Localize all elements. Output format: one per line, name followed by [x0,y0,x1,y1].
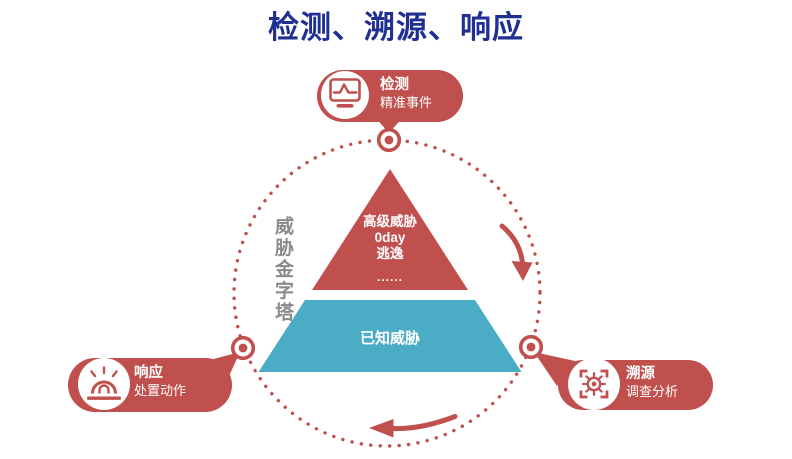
respond-badge-title: 响应 [134,365,163,381]
respond-badge-shape [68,352,240,412]
pyramid-top-tier [312,169,468,290]
pyramid-top-tier-text: 高级威胁 0day 逃逸 ...... [314,214,466,285]
page-title: 检测、溯源、响应 [268,10,524,45]
top-tier-line: 逃逸 [376,246,404,261]
monitor-pulse-icon [321,71,369,119]
top-tier-ellipsis: ...... [376,270,403,284]
detect-badge-shape [317,70,463,133]
top-tier-line: 0day [374,230,406,245]
trace-badge: 溯源 调查分析 [626,365,678,400]
clockwise-arrow-bottom [369,414,458,438]
siren-icon [78,358,130,410]
trace-badge-shape [534,352,713,410]
top-tier-line: 高级威胁 [363,214,417,229]
pyramid-bottom-tier [258,300,522,372]
detect-badge-title: 检测 [380,77,409,93]
detect-badge-subtitle: 精准事件 [380,95,433,110]
ring-marker-right [518,334,544,360]
ring-marker-left [230,335,256,361]
trace-badge-title: 溯源 [626,366,655,382]
detect-badge: 检测 精准事件 [380,76,432,111]
respond-badge: 响应 处置动作 [134,364,186,399]
respond-badge-subtitle: 处置动作 [134,383,187,398]
clockwise-arrow-right [499,223,533,281]
crosshair-target-icon [568,358,620,410]
trace-badge-subtitle: 调查分析 [626,384,679,399]
ring-marker-top [376,127,402,153]
bottom-tier-label: 已知威胁 [359,330,420,347]
pyramid-side-label: 威胁金字塔 [272,216,293,324]
